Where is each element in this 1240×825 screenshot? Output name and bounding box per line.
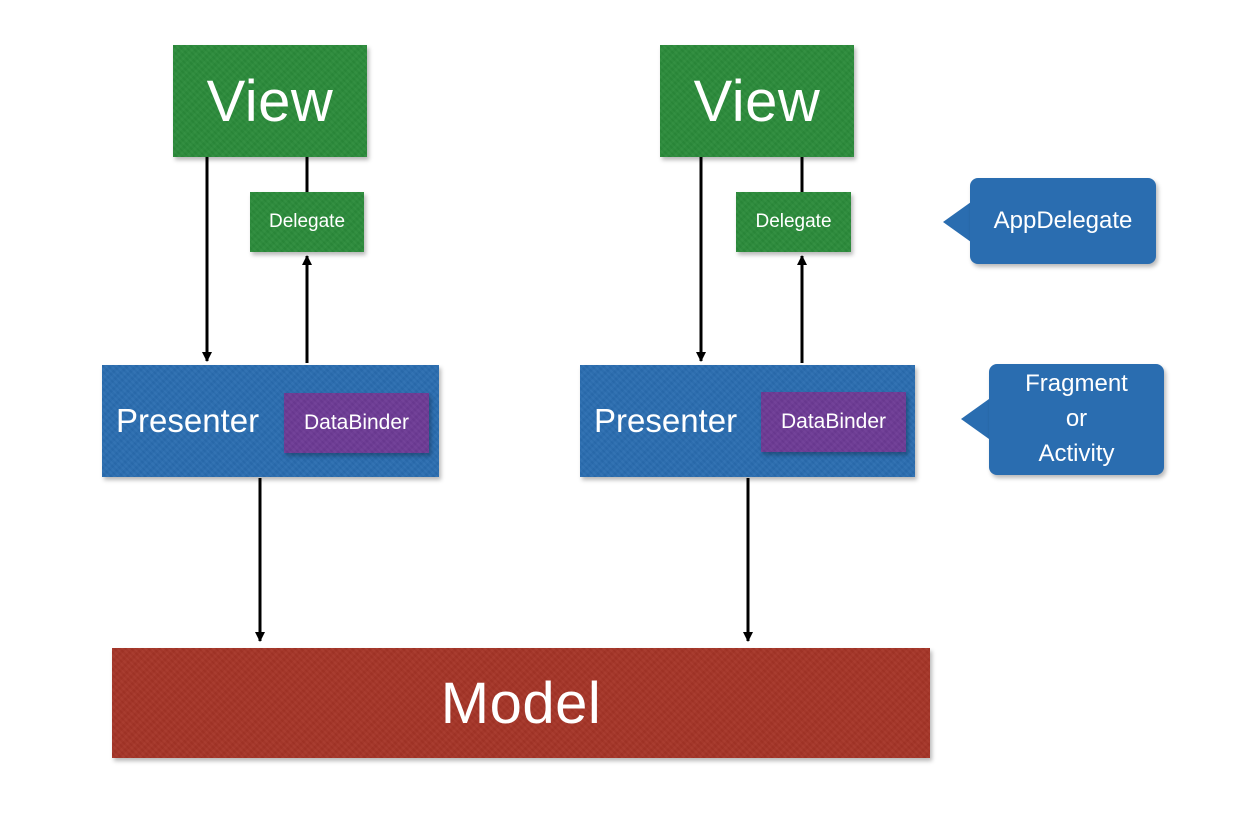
right-view-label: View: [693, 68, 821, 134]
left-databinder-label: DataBinder: [303, 411, 410, 434]
left-view-box: View: [173, 45, 367, 157]
or-label: or: [1065, 405, 1088, 433]
right-databinder-label: DataBinder: [780, 410, 887, 433]
left-delegate-box: Delegate: [250, 192, 364, 252]
left-databinder-box: DataBinder: [284, 393, 429, 453]
right-delegate-label: Delegate: [755, 211, 832, 232]
right-databinder-box: DataBinder: [761, 392, 906, 452]
app-delegate-label: AppDelegate: [993, 206, 1133, 234]
left-presenter-label: Presenter: [116, 402, 260, 439]
right-view-box: View: [660, 45, 854, 157]
fragment-activity-callout: Fragment or Activity: [989, 364, 1164, 475]
right-presenter-label: Presenter: [594, 402, 738, 439]
app-delegate-callout: AppDelegate: [970, 178, 1156, 264]
fragment-label: Fragment: [1025, 370, 1128, 398]
right-delegate-box: Delegate: [736, 192, 851, 252]
left-view-label: View: [206, 68, 334, 134]
left-delegate-label: Delegate: [268, 211, 346, 232]
model-box: Model: [112, 648, 930, 758]
app-delegate-callout-pointer: [943, 202, 971, 242]
fragment-callout-pointer: [961, 399, 989, 439]
model-label: Model: [440, 670, 602, 736]
activity-label: Activity: [1038, 439, 1115, 467]
right-presenter-box: Presenter: [580, 365, 915, 477]
